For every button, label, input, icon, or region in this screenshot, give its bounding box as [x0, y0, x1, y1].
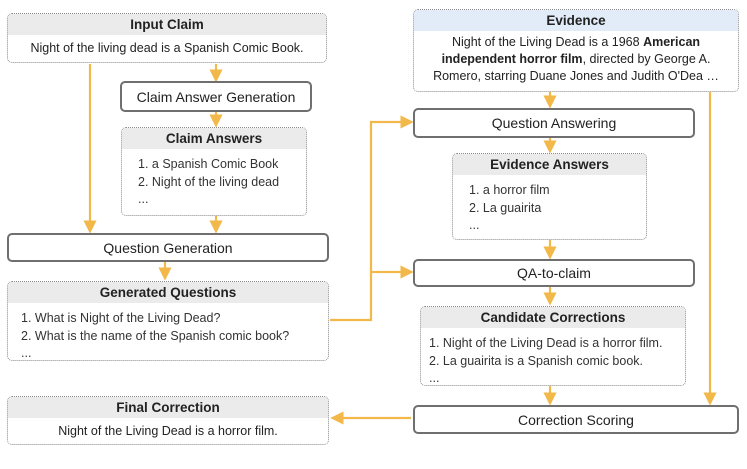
qa-to-claim-label: QA-to-claim: [517, 265, 591, 281]
candidate-corrections-title: Candidate Corrections: [421, 307, 685, 328]
question-answering-label: Question Answering: [491, 115, 617, 131]
correction-scoring-box: Correction Scoring: [413, 405, 739, 434]
claim-answer-generation-box: Claim Answer Generation: [120, 81, 312, 112]
question-generation-box: Question Generation: [7, 233, 329, 262]
input-claim-text: Night of the living dead is a Spanish Co…: [30, 41, 304, 55]
final-correction-box: Final Correction Night of the Living Dea…: [7, 396, 329, 445]
final-correction-text: Night of the Living Dead is a horror fil…: [58, 424, 278, 438]
input-claim-title: Input Claim: [8, 14, 326, 35]
list-item: ...: [21, 346, 32, 360]
list-item: 1. Night of the Living Dead is a horror …: [429, 336, 663, 350]
generated-questions-list: 1. What is Night of the Living Dead? 2. …: [8, 303, 328, 363]
evidence-answers-title: Evidence Answers: [453, 154, 646, 175]
list-item: ...: [138, 192, 149, 206]
list-item: 2. La guairita: [469, 200, 542, 215]
question-answering-box: Question Answering: [413, 108, 695, 138]
candidate-corrections-list: 1. Night of the Living Dead is a horror …: [421, 328, 685, 388]
generated-questions-box: Generated Questions 1. What is Night of …: [7, 281, 329, 361]
qa-to-claim-box: QA-to-claim: [413, 259, 695, 287]
claim-answers-title: Claim Answers: [122, 128, 306, 149]
evidence-answers-box: Evidence Answers 1. a horror film 2. La …: [452, 153, 647, 240]
evidence-text-after: , directed by George A. Romero, starring…: [433, 52, 719, 83]
list-item: 1. a horror film: [469, 183, 550, 197]
list-item: 1. What is Night of the Living Dead?: [21, 311, 221, 325]
claim-answers-list: 1. a Spanish Comic Book 2. Night of the …: [122, 149, 306, 209]
input-claim-box: Input Claim Night of the living dead is …: [7, 13, 327, 63]
list-item: 2. La guairita is a Spanish comic book.: [429, 353, 644, 368]
evidence-box: Evidence Night of the Living Dead is a 1…: [413, 9, 739, 92]
evidence-text: Night of the Living Dead is a 1968 Ameri…: [414, 31, 738, 88]
candidate-corrections-box: Candidate Corrections 1. Night of the Li…: [420, 306, 686, 386]
list-item: 2. Night of the living dead: [138, 174, 280, 189]
list-item: ...: [429, 371, 440, 385]
generated-questions-title: Generated Questions: [8, 282, 328, 303]
arrow-questions-to-qa: [330, 115, 414, 322]
list-item: ...: [469, 218, 480, 232]
correction-scoring-label: Correction Scoring: [518, 411, 634, 428]
list-item: 1. a Spanish Comic Book: [138, 157, 279, 171]
claim-answer-generation-label: Claim Answer Generation: [136, 88, 296, 105]
claim-answers-box: Claim Answers 1. a Spanish Comic Book 2.…: [121, 127, 307, 216]
evidence-answers-list: 1. a horror film 2. La guairita ...: [453, 175, 646, 235]
evidence-text-before: Night of the Living Dead is a 1968: [451, 35, 644, 49]
final-correction-title: Final Correction: [8, 397, 328, 418]
question-generation-label: Question Generation: [103, 239, 233, 256]
evidence-title: Evidence: [414, 10, 738, 31]
evidence-text-bold: American independent horror film: [441, 35, 701, 66]
list-item: 2. What is the name of the Spanish comic…: [21, 328, 290, 343]
